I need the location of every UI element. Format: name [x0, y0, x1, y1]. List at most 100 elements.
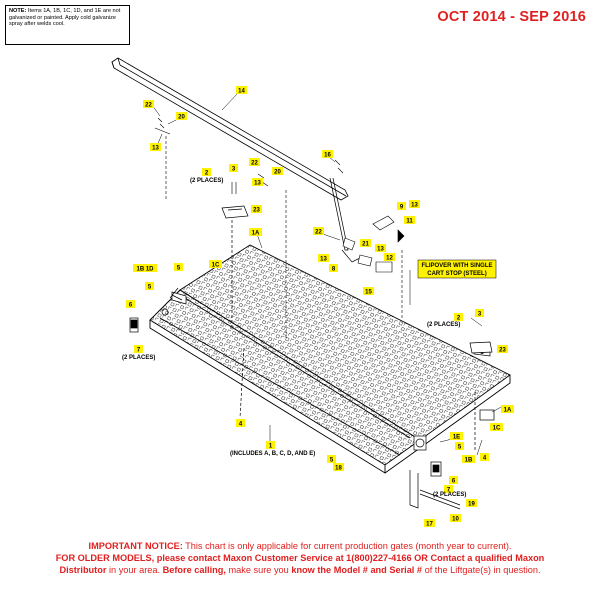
bracket-23-left — [221, 205, 249, 330]
callout-1A: 1A — [249, 228, 262, 236]
callout-13: 13 — [375, 244, 386, 252]
two-places-label: (2 PLACES) — [122, 355, 155, 361]
callout-2: 2 — [202, 168, 211, 176]
callout-21: 21 — [360, 239, 371, 247]
callout-6: 6 — [449, 476, 458, 484]
callout-13: 13 — [252, 178, 263, 186]
svg-text:13: 13 — [320, 256, 327, 262]
callout-5: 5 — [174, 263, 183, 271]
svg-text:11: 11 — [406, 218, 413, 224]
svg-text:1A: 1A — [504, 407, 512, 413]
callout-1C: 1C — [490, 423, 503, 431]
callout-13: 13 — [318, 254, 329, 262]
svg-text:4: 4 — [239, 421, 243, 427]
svg-text:1: 1 — [269, 443, 273, 449]
callout-1E: 1E — [450, 432, 463, 440]
callout-22: 22 — [143, 100, 154, 108]
svg-text:18: 18 — [335, 465, 342, 471]
callout-1C: 1C — [209, 260, 222, 268]
callout-14: 14 — [236, 86, 247, 94]
note-heading: NOTE: — [9, 8, 27, 14]
svg-text:1B: 1B — [465, 457, 473, 463]
callout-19: 19 — [466, 499, 477, 507]
callout-20: 20 — [272, 167, 283, 175]
svg-text:1B 1D: 1B 1D — [136, 266, 154, 272]
torsion-bar — [111, 57, 349, 201]
callout-1: 1 — [266, 441, 275, 449]
callout-5: 5 — [455, 442, 464, 450]
svg-text:FLIPOVER WITH SINGLE: FLIPOVER WITH SINGLE — [421, 263, 492, 269]
callout-1B: 1B — [462, 455, 475, 463]
svg-text:23: 23 — [499, 347, 506, 353]
svg-text:22: 22 — [145, 102, 152, 108]
svg-text:20: 20 — [274, 169, 281, 175]
flipover-arm — [329, 177, 361, 263]
note-box: NOTE: Items 1A, 1B, 1C, 1D, and 1E are n… — [5, 5, 130, 45]
callout-10: 10 — [450, 514, 461, 522]
callout-3: 3 — [229, 164, 238, 172]
svg-text:15: 15 — [365, 289, 372, 295]
callout-11: 11 — [404, 216, 415, 224]
notice-liftgate: of the Liftgate(s) in question. — [424, 565, 541, 575]
svg-text:13: 13 — [377, 246, 384, 252]
callout-7: 7 — [444, 485, 453, 493]
callout-23: 23 — [497, 345, 508, 353]
svg-text:22: 22 — [315, 229, 322, 235]
svg-text:20: 20 — [178, 114, 185, 120]
callout-16: 16 — [322, 150, 333, 158]
callout-9: 9 — [397, 202, 406, 210]
svg-text:12: 12 — [386, 255, 393, 261]
left-hardware — [129, 287, 245, 419]
notice-model-serial: know the Model # and Serial # — [291, 565, 423, 575]
svg-text:5: 5 — [458, 444, 462, 450]
callout-22: 22 — [313, 227, 324, 235]
callout-22: 22 — [249, 158, 260, 166]
notice-line-2: FOR OLDER MODELS, please contact Maxon C… — [0, 552, 600, 564]
svg-text:6: 6 — [129, 302, 133, 308]
svg-text:23: 23 — [253, 207, 260, 213]
callout-17: 17 — [424, 519, 435, 527]
svg-text:CART STOP (STEEL): CART STOP (STEEL) — [427, 271, 486, 277]
svg-text:1A: 1A — [252, 230, 260, 236]
platform — [149, 244, 511, 474]
callout-13: 13 — [409, 200, 420, 208]
notice-line-1-text: This chart is only applicable for curren… — [185, 541, 512, 551]
svg-text:22: 22 — [251, 160, 258, 166]
callout-5: 5 — [327, 455, 336, 463]
notice-area: in your area. — [108, 565, 161, 575]
notice-line-3: Distributor in your area. Before calling… — [0, 564, 600, 576]
svg-text:1C: 1C — [212, 262, 220, 268]
flipover-label: FLIPOVER WITH SINGLE CART STOP (STEEL) — [417, 259, 497, 279]
svg-text:2: 2 — [457, 315, 461, 321]
svg-text:13: 13 — [411, 202, 418, 208]
svg-text:6: 6 — [452, 478, 456, 484]
callout-2: 2 — [454, 313, 463, 321]
svg-text:16: 16 — [324, 152, 331, 158]
notice-line-2-text: FOR OLDER MODELS, please contact Maxon C… — [55, 553, 545, 563]
callout-7: 7 — [134, 345, 143, 353]
callout-1B-1D: 1B 1D — [133, 264, 157, 272]
svg-text:10: 10 — [452, 516, 459, 522]
callouts: 14 22 20 13 16 2 3 22 20 13 23 9 13 11 1… — [126, 86, 514, 527]
svg-text:13: 13 — [152, 145, 159, 151]
callout-6: 6 — [126, 300, 135, 308]
callout-3: 3 — [475, 309, 484, 317]
notice-before-calling: Before calling, — [162, 565, 226, 575]
svg-text:9: 9 — [400, 204, 404, 210]
svg-text:19: 19 — [468, 501, 475, 507]
notice-make-sure: make sure you — [228, 565, 289, 575]
svg-text:17: 17 — [426, 521, 433, 527]
note-text: Items 1A, 1B, 1C, 1D, and 1E are not gal… — [9, 8, 121, 28]
svg-text:7: 7 — [447, 487, 451, 493]
svg-text:1E: 1E — [453, 434, 460, 440]
callout-18: 18 — [333, 463, 344, 471]
callout-4: 4 — [236, 419, 245, 427]
notice-distributor: Distributor — [59, 565, 107, 575]
callout-23: 23 — [251, 205, 262, 213]
two-places-label: (2 PLACES) — [190, 178, 223, 184]
callout-12: 12 — [384, 253, 395, 261]
svg-text:7: 7 — [137, 347, 141, 353]
svg-text:5: 5 — [177, 265, 181, 271]
svg-text:4: 4 — [483, 455, 487, 461]
